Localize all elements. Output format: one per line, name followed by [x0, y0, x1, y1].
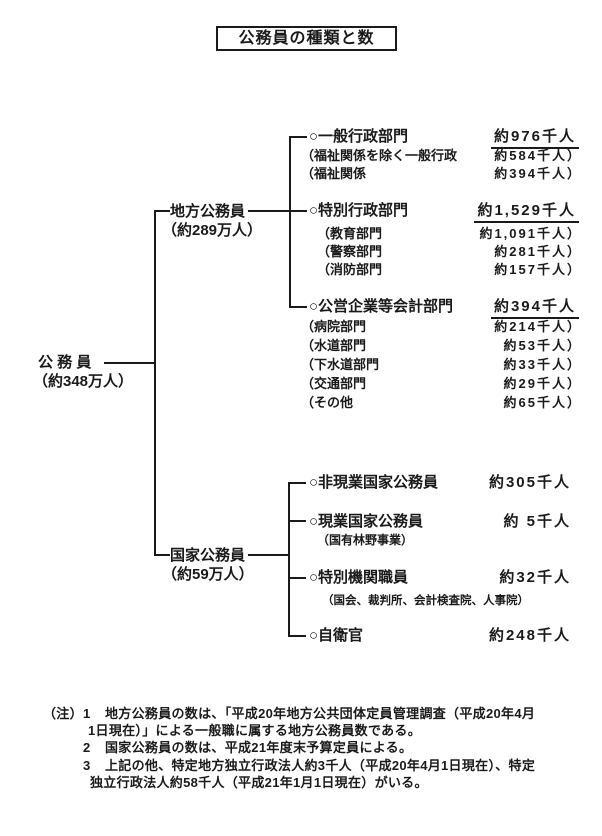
item-label: （教育部門: [317, 226, 383, 241]
item-label: ○特別行政部門: [309, 202, 409, 219]
tree-node-root: 公 務 員 （約348万人）: [33, 353, 133, 391]
item-value: 約394千人: [490, 298, 579, 319]
tree-node-national: 国家公務員 （約59万人）: [162, 546, 254, 584]
tree-item-special-admin: ○特別行政部門 約1,529千人: [309, 202, 579, 223]
item-label: （福祉関係: [301, 166, 367, 181]
connector-local-tick: [154, 210, 170, 212]
item-value: 約1,091千人）: [479, 226, 582, 241]
item-value: 約29千人）: [503, 376, 582, 391]
note-text: 国家公務員の数は、平成21年度末予算定員による。: [105, 740, 413, 755]
connector-tick-public-enterprise: [290, 306, 307, 308]
tree-subitem-fire: （消防部門 約157千人）: [317, 262, 582, 278]
item-label: （福祉関係を除く一般行政: [301, 148, 458, 163]
note-number: 1: [83, 706, 91, 721]
note-text: 地方公務員の数は、「平成20年地方公共団体定員管理調査（平成20年4月: [105, 706, 536, 721]
note-number: 3: [83, 758, 91, 773]
note-text: 上記の他、特定地方独立行政法人約3千人（平成20年4月1日現在）、特定: [105, 758, 536, 773]
item-value: 約157千人）: [494, 262, 582, 277]
tree-subitem-sewerage: （下水道部門 約33千人）: [301, 357, 582, 373]
connector-root-horizontal: [104, 362, 155, 364]
item-label: ○現業国家公務員: [309, 513, 424, 530]
item-label: ○自衛官: [309, 627, 364, 644]
item-value: 約305千人: [488, 474, 571, 491]
item-value: 約32千人: [499, 569, 571, 586]
note-number: 2: [83, 740, 91, 755]
item-label: （水道部門: [301, 338, 367, 353]
tree-item-operational: ○現業国家公務員 約 5千人: [309, 513, 579, 531]
tree-item-general-admin: ○一般行政部門 約976千人: [309, 128, 579, 149]
connector-main-vertical: [154, 210, 156, 556]
item-value: 約 5千人: [503, 513, 571, 530]
item-label: （その他: [301, 395, 354, 410]
note-text: 1日現在）」による一般職に属する地方公務員数である。: [88, 723, 422, 738]
tree-subitem-education: （教育部門 約1,091千人）: [317, 226, 582, 242]
item-value: 約1,529千人: [474, 202, 579, 223]
local-count: （約289万人）: [162, 222, 263, 239]
item-label: （病院部門: [301, 319, 367, 334]
item-value: 約248千人: [488, 627, 571, 644]
connector-tick-non-operational: [289, 482, 306, 484]
connector-tick-special-organs: [289, 577, 306, 579]
tree-subitem-police: （警察部門 約281千人）: [317, 244, 582, 260]
item-label: ○特別機関職員: [309, 569, 409, 586]
item-value: 約214千人）: [494, 319, 582, 334]
item-value: 約53千人）: [503, 338, 582, 353]
connector-tick-general-admin: [290, 136, 307, 138]
item-value: 約394千人）: [494, 166, 582, 181]
tree-item-non-operational: ○非現業国家公務員 約305千人: [309, 474, 579, 492]
note-marker: （注）: [43, 706, 83, 721]
item-label: （警察部門: [317, 244, 383, 259]
item-label: ○公営企業等会計部門: [309, 298, 454, 315]
national-label: 国家公務員: [170, 547, 246, 564]
note-3-line-1: 3 上記の他、特定地方独立行政法人約3千人（平成20年4月1日現在）、特定: [83, 757, 535, 774]
root-label: 公 務 員: [38, 354, 92, 371]
note-1-line-2: 1日現在）」による一般職に属する地方公務員数である。: [88, 722, 421, 739]
item-value: 約976千人: [490, 128, 579, 149]
item-label: ○非現業国家公務員: [309, 474, 439, 491]
tree-item-special-organs: ○特別機関職員 約32千人: [309, 569, 579, 587]
item-label: ○一般行政部門: [309, 128, 409, 145]
subnote-forestry: （国有林野事業）: [317, 533, 414, 547]
local-label: 地方公務員: [170, 203, 246, 220]
tree-subitem-water: （水道部門 約53千人）: [301, 338, 582, 354]
national-count: （約59万人）: [162, 566, 254, 583]
item-label: （交通部門: [301, 376, 367, 391]
tree-subitem-other: （その他 約65千人）: [301, 395, 582, 411]
connector-local-sub-vertical: [289, 136, 291, 308]
item-value: 約281千人）: [494, 244, 582, 259]
tree-subitem-transport: （交通部門 約29千人）: [301, 376, 582, 392]
note-1-line-1: （注）1 地方公務員の数は、「平成20年地方公共団体定員管理調査（平成20年4月: [43, 705, 535, 722]
item-label: （消防部門: [317, 262, 383, 277]
connector-national-tick: [154, 554, 170, 556]
note-text: 独立行政法人約58千人（平成21年1月1日現在）がいる。: [90, 775, 428, 790]
connector-national-sub-vertical: [288, 482, 290, 637]
subnote-organs-list: （国会、裁判所、会計検査院、人事院）: [322, 595, 529, 607]
tree-item-public-enterprise: ○公営企業等会計部門 約394千人: [309, 298, 579, 319]
connector-national-horizontal: [248, 554, 290, 556]
item-value: 約33千人）: [503, 357, 582, 372]
tree-node-local: 地方公務員 （約289万人）: [162, 202, 262, 240]
note-3-line-2: 独立行政法人約58千人（平成21年1月1日現在）がいる。: [90, 774, 428, 791]
page-title: 公務員の種類と数: [216, 26, 397, 51]
tree-subitem-hospital: （病院部門 約214千人）: [301, 319, 582, 335]
tree-item-self-defense: ○自衛官 約248千人: [309, 627, 579, 645]
connector-local-horizontal: [248, 210, 307, 212]
item-label: （下水道部門: [301, 357, 380, 372]
connector-tick-self-defense: [289, 635, 306, 637]
note-2-line-1: 2 国家公務員の数は、平成21年度末予算定員による。: [83, 739, 412, 756]
connector-tick-operational: [289, 520, 306, 522]
item-value: 約65千人）: [503, 395, 582, 410]
tree-subitem-general-excl-welfare: （福祉関係を除く一般行政 約584千人）: [301, 148, 582, 164]
item-value: 約584千人）: [494, 148, 582, 163]
root-count: （約348万人）: [33, 373, 134, 390]
tree-subitem-welfare: （福祉関係 約394千人）: [301, 166, 582, 182]
